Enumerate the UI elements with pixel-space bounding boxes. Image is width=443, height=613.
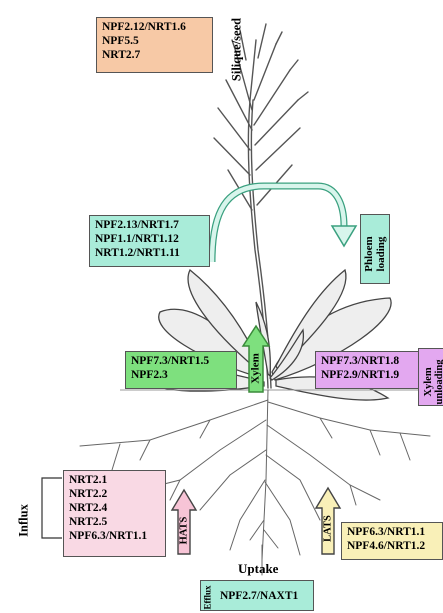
efflux-box: Efflux NPF2.7/NAXT1 <box>200 580 314 611</box>
uptake-label: Uptake <box>238 561 278 577</box>
lats-transporter-2: NPF4.6/NRT1.2 <box>347 539 437 553</box>
efflux-label: Efflux <box>202 583 215 613</box>
lats-label: LATS <box>322 512 335 546</box>
efflux-transporter-1: NPF2.7/NAXT1 <box>220 589 298 603</box>
lats-transporter-1: NPF6.3/NRT1.1 <box>347 525 437 539</box>
lats-transporter-box: NPF6.3/NRT1.1 NPF4.6/NRT1.2 <box>341 522 443 560</box>
